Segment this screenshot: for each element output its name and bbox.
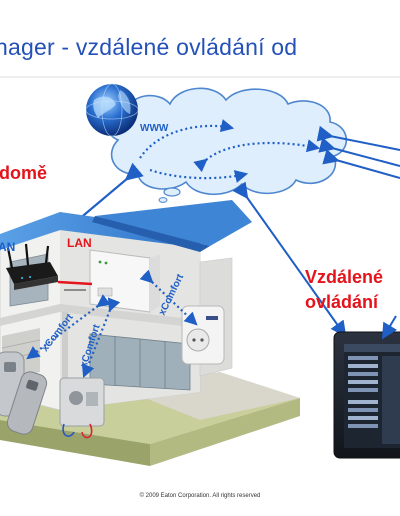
cloud-dotted-arrow-3 — [149, 168, 249, 183]
actuator-module — [59, 377, 105, 439]
cloud-dotted-arrow-1 — [139, 119, 235, 159]
page-title: anager - vzdálené ovládání od — [0, 34, 298, 60]
house-illustration — [0, 200, 300, 466]
smart-plug-device — [181, 305, 225, 365]
cloud-dotted-arrow-2 — [193, 139, 321, 173]
arrow-cloud-right-1 — [316, 125, 400, 151]
arrow-cloud-tablet — [232, 181, 347, 338]
copyright-footer: © 2009 Eaton Corporation. All rights res… — [139, 493, 261, 499]
lan-label-left: AN — [0, 240, 16, 254]
remote-label-line1: Vzdálené — [305, 267, 384, 287]
arrow-cloud-right-2 — [318, 137, 400, 167]
arrow-cloud-right-3 — [322, 149, 400, 179]
remote-label-line2: ovládání — [305, 292, 379, 312]
globe-icon — [85, 83, 139, 137]
router-device — [6, 243, 58, 290]
remote-control-2 — [6, 371, 48, 435]
xcomfort-link-actuator — [81, 297, 121, 379]
xcomfort-link-plug — [139, 269, 198, 326]
lan-cable — [57, 280, 93, 286]
lan-label-right: LAN — [67, 236, 92, 250]
cloud-label: WWW — [140, 123, 169, 134]
home-label: domě — [0, 163, 48, 183]
home-manager-box — [89, 249, 160, 313]
internet-cloud — [105, 87, 348, 203]
arrow-remote-tablet — [381, 315, 398, 340]
tablet-device — [333, 331, 400, 459]
